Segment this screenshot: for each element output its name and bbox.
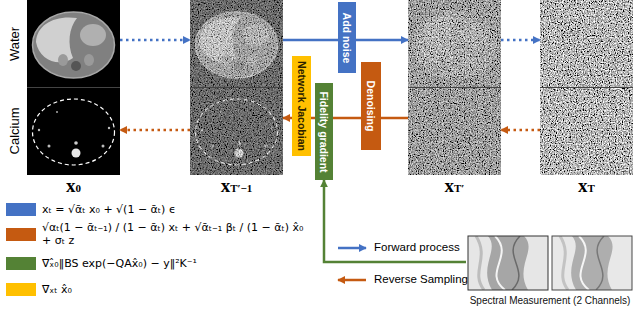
row-label: Water	[7, 27, 22, 61]
legend-formula: ∇ₓ̂₀‖BS exp(−QAx̂₀) − y‖²K⁻¹	[42, 257, 310, 270]
connector	[120, 39, 190, 42]
legend-formula: ∇ₓₜ x̂₀	[42, 283, 310, 296]
box-label: Fidelity gradient	[318, 91, 330, 172]
image-label: x0	[2, 176, 145, 198]
box-label: Denoising	[365, 81, 377, 132]
process-box: Network Jacobian	[292, 56, 311, 156]
image-noise	[540, 0, 633, 175]
box-label: Add noise	[341, 12, 353, 63]
legend-item: ∇ₓₜ x̂₀	[6, 283, 310, 296]
legend-swatch	[6, 257, 36, 270]
image-panel: x0	[27, 0, 120, 175]
image-label: xT′	[383, 176, 526, 198]
measurement-panel: Spectral Measurement (2 Channels)	[466, 234, 634, 292]
connector	[120, 129, 190, 132]
legend-text: Forward process	[374, 241, 504, 254]
image-noisier	[408, 0, 501, 175]
noise	[190, 0, 283, 175]
image-label: xT	[515, 176, 640, 198]
image-noisy	[190, 0, 283, 175]
legend-item: Reverse Sampling	[336, 273, 504, 286]
row-label: Calcium	[7, 108, 22, 155]
connector	[333, 117, 361, 120]
legend-arrow-line	[338, 278, 366, 281]
legend-item: ∇ₓ̂₀‖BS exp(−QAx̂₀) − y‖²K⁻¹	[6, 257, 310, 270]
connector	[356, 39, 408, 42]
connector	[381, 117, 408, 120]
caption: Spectral Measurement (2 Channels)	[462, 295, 638, 307]
legend-formula: √αₜ(1 − ᾱₜ₋₁) / (1 − ᾱₜ) xₜ + √ᾱₜ₋₁ βₜ /…	[42, 221, 310, 247]
connector	[283, 117, 292, 120]
legend-item: √αₜ(1 − ᾱₜ₋₁) / (1 − ᾱₜ) xₜ + √ᾱₜ₋₁ βₜ /…	[6, 221, 310, 247]
image-ground	[190, 0, 283, 175]
image-label: xT′−1	[165, 176, 308, 198]
process-box: Denoising	[361, 62, 381, 150]
legend-swatch	[6, 283, 36, 296]
legend-arrow	[336, 275, 368, 285]
legend-arrow	[336, 243, 368, 253]
separator	[190, 87, 283, 88]
image-ground	[27, 0, 120, 175]
image-panel: xT	[540, 0, 633, 175]
image-x0	[27, 0, 120, 175]
connector	[501, 39, 540, 42]
connector	[283, 39, 338, 42]
image-ground	[408, 0, 501, 175]
noise	[540, 0, 633, 175]
connector	[501, 129, 540, 132]
legend-item: Forward process	[336, 241, 504, 254]
image-panel: xT′	[408, 0, 501, 175]
process-box: Fidelity gradient	[315, 83, 333, 180]
legend-arrow-line	[338, 246, 366, 249]
separator	[540, 87, 633, 88]
process-box: Add noise	[338, 2, 356, 73]
legend-text: Reverse Sampling	[374, 273, 504, 286]
noise	[408, 0, 501, 175]
legend-swatch	[6, 203, 36, 216]
legend-formula: xₜ = √ᾱₜ x₀ + √(1 − ᾱₜ) ϵ	[42, 203, 310, 216]
legend-swatch	[6, 228, 36, 241]
separator	[408, 87, 501, 88]
image-panel: xT′−1	[190, 0, 283, 175]
legend-item: xₜ = √ᾱₜ x₀ + √(1 − ᾱₜ) ϵ	[6, 203, 310, 216]
box-label: Network Jacobian	[295, 61, 307, 151]
separator	[27, 87, 120, 88]
